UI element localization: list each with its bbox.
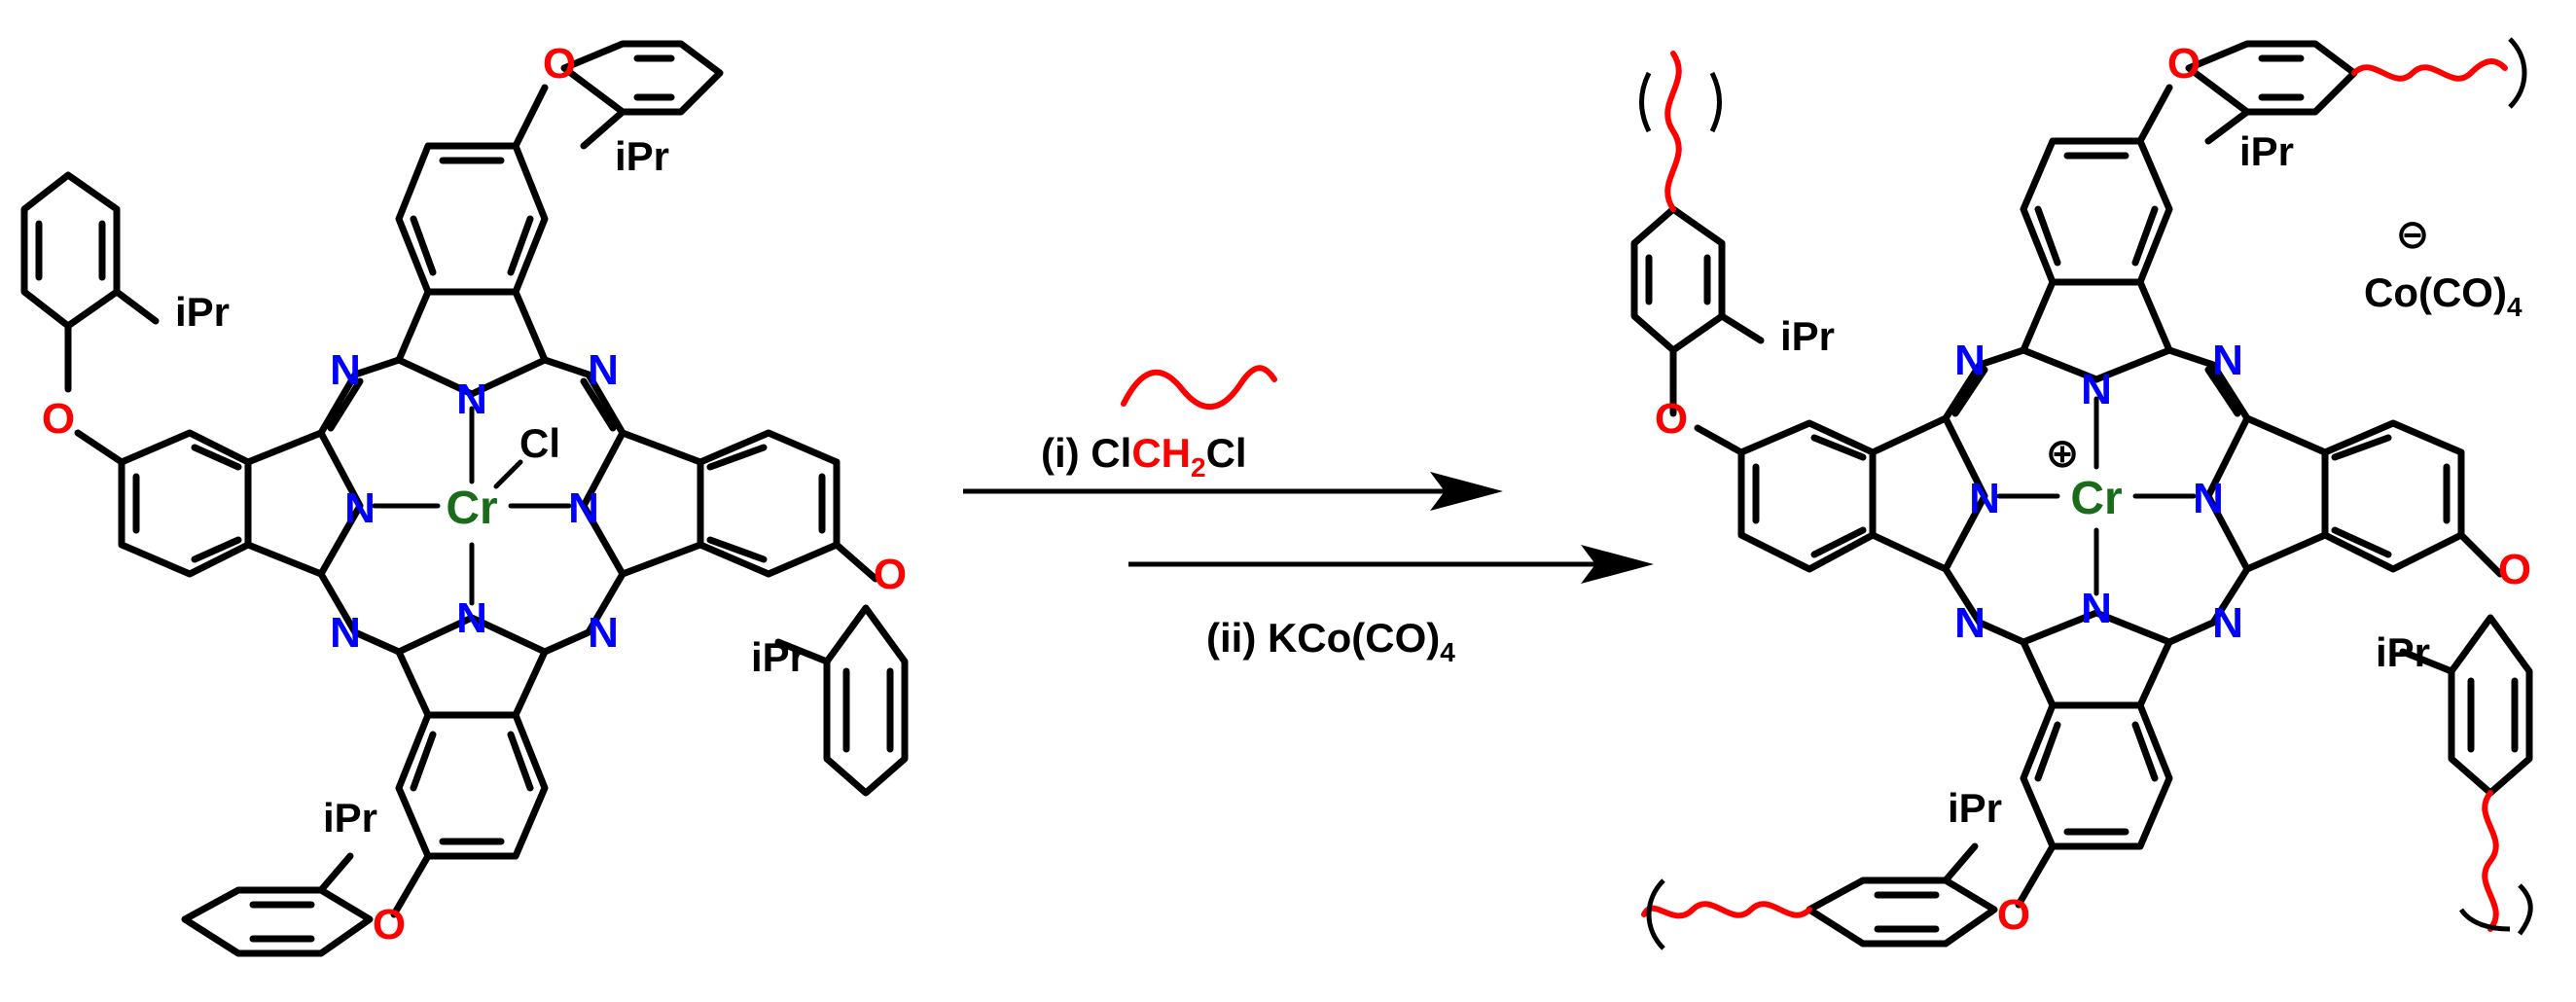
reactant-cr-label: Cr	[446, 483, 497, 534]
reactant-ipr-top: iPr	[615, 133, 669, 179]
counterion-charge: ⊖	[2395, 211, 2429, 257]
product-molecule: Cr ⊕ N N N N N N N N O O O O iPr iPr iPr…	[1630, 37, 2533, 950]
polymer-chain-icon	[1121, 365, 1277, 411]
reactant-o-bottom: O	[373, 901, 406, 948]
reactant-ipr-right: iPr	[751, 634, 805, 680]
reactant-bonds	[20, 40, 909, 957]
reactant-n-meso-br: N	[588, 609, 619, 657]
product-polymer-chains	[1639, 37, 2533, 950]
reactant-n-top: N	[456, 376, 487, 423]
product-n-meso-bl: N	[1954, 599, 1986, 647]
reagent-step2: (ii) KCo(CO)4	[1206, 615, 1455, 667]
reactant-n-left: N	[344, 484, 376, 532]
product-o-top: O	[2167, 40, 2200, 88]
reactant-o-right: O	[874, 551, 907, 598]
reactant-n-meso-tl: N	[330, 346, 361, 394]
arrowhead-step2-icon	[1581, 545, 1654, 584]
reaction-arrows: (i) ClCH2Cl (ii) KCo(CO)4	[963, 365, 1654, 667]
reactant-o-top: O	[543, 40, 576, 88]
reactant-ipr-bottom: iPr	[323, 795, 377, 841]
product-ipr-right: iPr	[2376, 629, 2430, 675]
reactant-n-meso-bl: N	[330, 609, 361, 657]
product-n-left: N	[1969, 475, 2000, 522]
product-n-meso-tl: N	[1954, 337, 1986, 384]
reactant-ipr-left: iPr	[175, 289, 230, 335]
product-n-right: N	[2193, 475, 2224, 522]
product-n-top: N	[2081, 366, 2112, 413]
reactant-cl-label: Cl	[519, 420, 560, 466]
product-ipr-bottom: iPr	[1948, 785, 2002, 831]
product-cr-charge: ⊕	[2045, 430, 2079, 476]
reactant-n-bottom: N	[456, 594, 487, 642]
reactant-n-right: N	[568, 484, 599, 532]
reagent-step1: (i) ClCH2Cl	[1041, 430, 1247, 483]
product-o-bottom: O	[1997, 891, 2030, 939]
product-cr-label: Cr	[2070, 473, 2122, 524]
reactant-o-left: O	[42, 395, 75, 443]
product-n-meso-tr: N	[2212, 337, 2243, 384]
reactant-molecule: Cr Cl N N N N N N N N O O O O iPr iPr iP…	[20, 40, 909, 957]
product-n-bottom: N	[2081, 585, 2112, 632]
counterion-label: Co(CO)4	[2364, 269, 2522, 322]
product-ipr-top: iPr	[2239, 128, 2294, 174]
product-ipr-left: iPr	[1780, 313, 1835, 359]
product-o-left: O	[1655, 395, 1688, 443]
arrowhead-step1-icon	[1430, 472, 1503, 511]
product-n-meso-br: N	[2212, 599, 2243, 647]
reactant-n-meso-tr: N	[588, 346, 619, 394]
product-o-right: O	[2498, 546, 2531, 593]
